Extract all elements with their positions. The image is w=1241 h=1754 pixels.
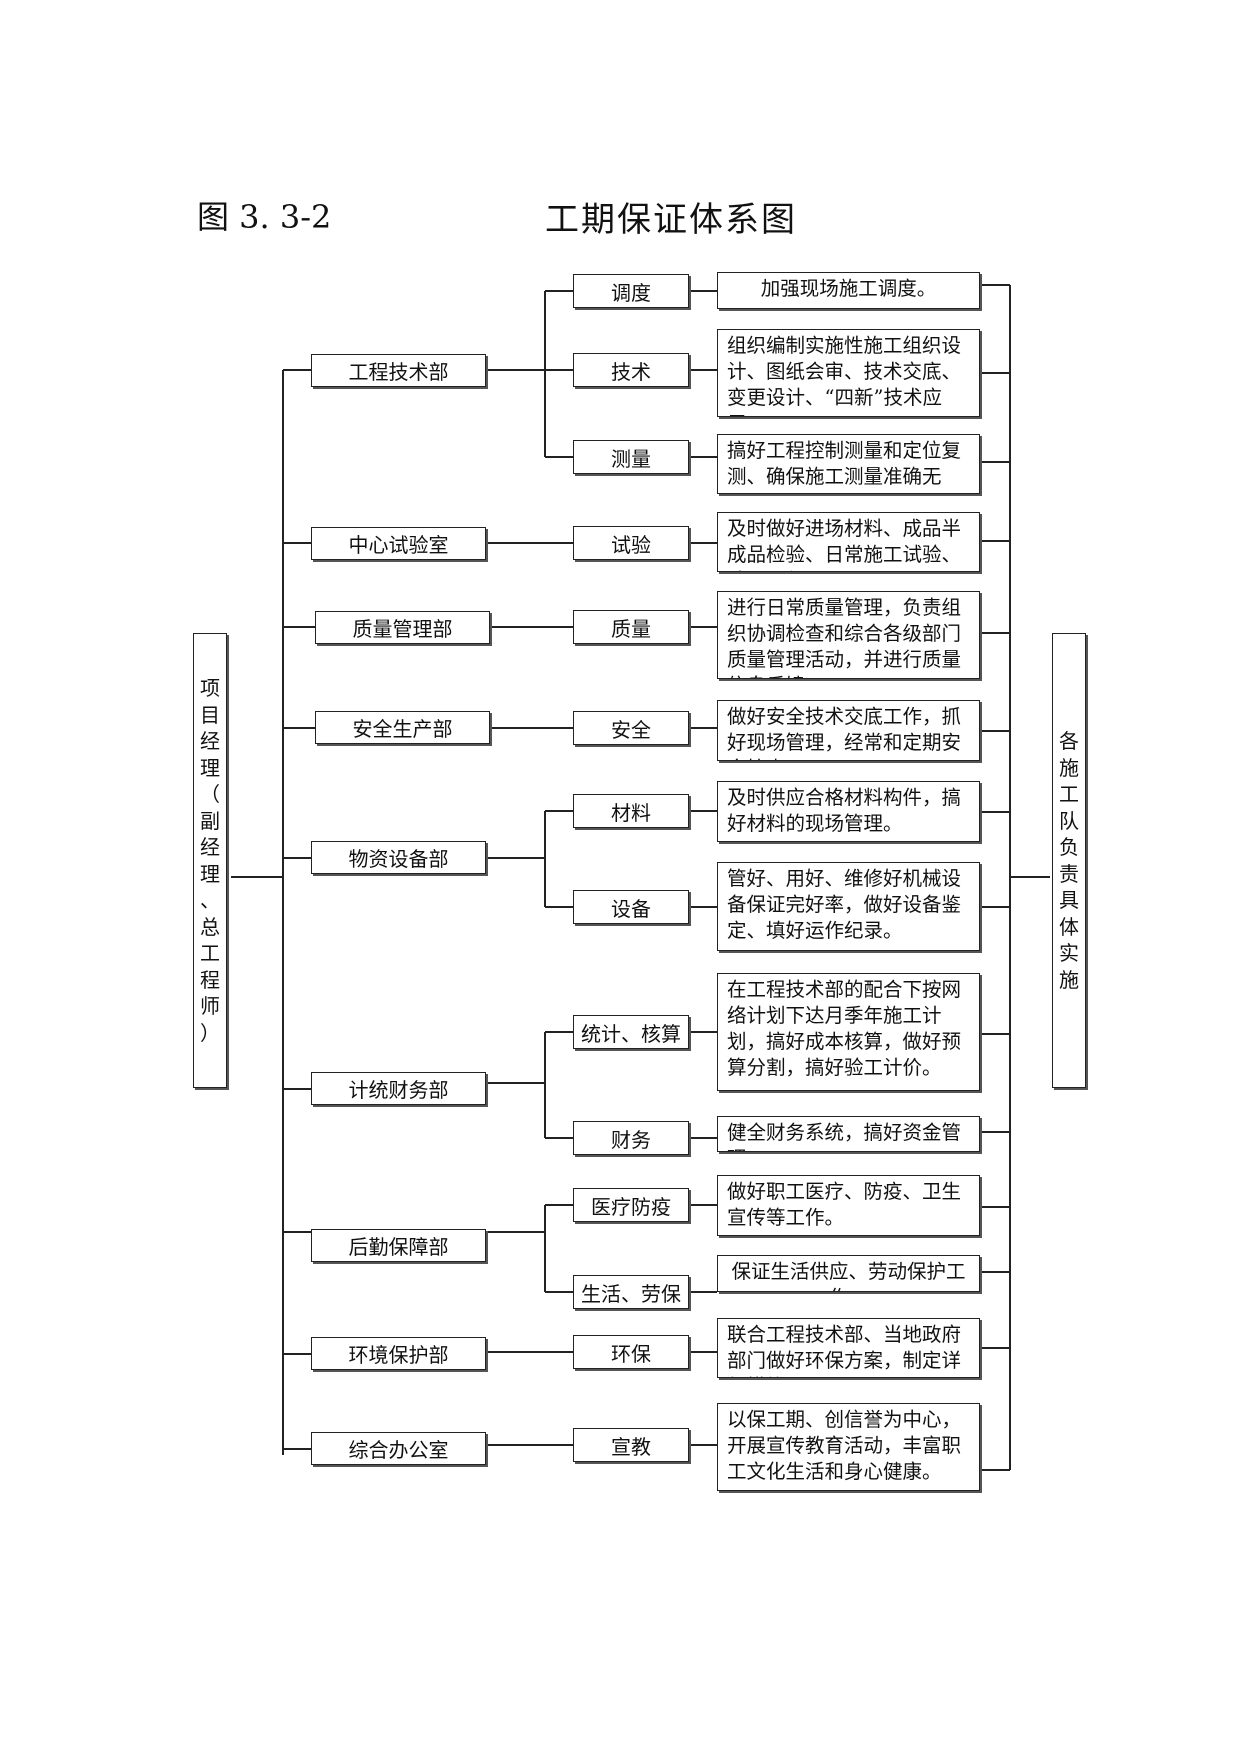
root-char: 经 <box>200 835 220 859</box>
desc-quality: 进行日常质量管理，负责组织协调检查和综合各级部门质量管理活动，并进行质量信息反馈… <box>717 591 980 679</box>
desc-medical: 做好职工医疗、防疫、卫生宣传等工作。 <box>717 1175 980 1236</box>
teams-char: 实 <box>1059 941 1079 965</box>
func-dispatch: 调度 <box>573 274 689 308</box>
root-char: 项 <box>200 676 220 700</box>
desc-dispatch: 加强现场施工调度。 <box>717 272 980 309</box>
desc-living-labor: 保证生活供应、劳动保护工作。 <box>717 1255 980 1292</box>
func-testing: 试验 <box>573 526 689 560</box>
root-char: 目 <box>200 702 220 727</box>
desc-testing: 及时做好进场材料、成品半成品检验、日常施工试验、计量工作。 <box>717 512 980 572</box>
func-quality: 质量 <box>573 610 689 644</box>
func-materials: 材料 <box>573 794 689 828</box>
teams-char: 工 <box>1059 782 1079 806</box>
desc-equipment: 管好、用好、维修好机械设备保证完好率，做好设备鉴定、填好运作纪录。 <box>717 862 980 951</box>
root-char: 理 <box>200 755 220 780</box>
root-char: 总 <box>200 914 220 939</box>
func-safety: 安全 <box>573 711 689 745</box>
dept-logistics: 后勤保障部 <box>311 1229 486 1262</box>
func-technology: 技术 <box>573 353 689 387</box>
dept-materials-equipment: 物资设备部 <box>311 841 486 874</box>
teams-char: 施 <box>1059 755 1079 780</box>
figure-label: 图 3. 3-2 <box>197 198 332 236</box>
desc-materials: 及时供应合格材料构件，搞好材料的现场管理。 <box>717 781 980 842</box>
func-survey: 测量 <box>573 440 689 474</box>
func-medical: 医疗防疫 <box>573 1188 689 1222</box>
dept-engineering-tech: 工程技术部 <box>311 354 486 387</box>
root-char: ） <box>200 1020 220 1045</box>
root-char: 副 <box>200 808 220 833</box>
desc-finance: 健全财务系统，搞好资金管理。 <box>717 1116 980 1152</box>
diagram-title: 工期保证体系图 <box>545 200 797 240</box>
dept-planning-finance: 计统财务部 <box>311 1072 486 1105</box>
teams-char: 队 <box>1059 808 1079 833</box>
desc-publicity: 以保工期、创信誉为中心，开展宣传教育活动，丰富职工文化生活和身心健康。 <box>717 1403 980 1491</box>
func-finance: 财务 <box>573 1121 689 1155</box>
teams-char: 体 <box>1059 914 1079 939</box>
dept-central-lab: 中心试验室 <box>311 527 486 560</box>
func-equipment: 设备 <box>573 890 689 924</box>
func-environment: 环保 <box>573 1335 689 1369</box>
teams-char: 负 <box>1059 835 1079 859</box>
func-publicity: 宣教 <box>573 1428 689 1462</box>
root-char: 程 <box>200 967 220 992</box>
root-char: 经 <box>200 729 220 753</box>
construction-teams-box: 各 施 工 队 负 责 具 体 实 施 <box>1052 633 1086 1088</box>
root-char: （ <box>200 782 220 806</box>
desc-safety: 做好安全技术交底工作，抓好现场管理，经常和定期安全检查。 <box>717 700 980 761</box>
teams-char: 施 <box>1059 967 1079 992</box>
teams-char: 各 <box>1059 729 1079 753</box>
root-char: 师 <box>200 994 220 1018</box>
root-char: 理 <box>200 861 220 886</box>
func-statistics-accounting: 统计、核算 <box>573 1015 689 1049</box>
dept-environmental: 环境保护部 <box>311 1337 486 1370</box>
dept-safety: 安全生产部 <box>315 711 490 744</box>
teams-char: 责 <box>1059 861 1079 886</box>
desc-survey: 搞好工程控制测量和定位复测、确保施工测量准确无误。 <box>717 434 980 494</box>
project-manager-box: 项 目 经 理 （ 副 经 理 、 总 工 程 师 ） <box>193 633 227 1088</box>
desc-technology: 组织编制实施性施工组织设计、图纸会审、技术交底、变更设计、“四新”技术应用。 <box>717 329 980 417</box>
root-char: 、 <box>200 888 220 912</box>
dept-quality: 质量管理部 <box>315 611 490 644</box>
teams-char: 具 <box>1059 888 1079 912</box>
desc-environment: 联合工程技术部、当地政府部门做好环保方案，制定详细措施。 <box>717 1318 980 1378</box>
func-living-labor: 生活、劳保 <box>573 1275 689 1309</box>
dept-general-office: 综合办公室 <box>311 1432 486 1465</box>
desc-statistics-accounting: 在工程技术部的配合下按网络计划下达月季年施工计划，搞好成本核算，做好预算分割，搞… <box>717 973 980 1091</box>
root-char: 工 <box>200 941 220 965</box>
